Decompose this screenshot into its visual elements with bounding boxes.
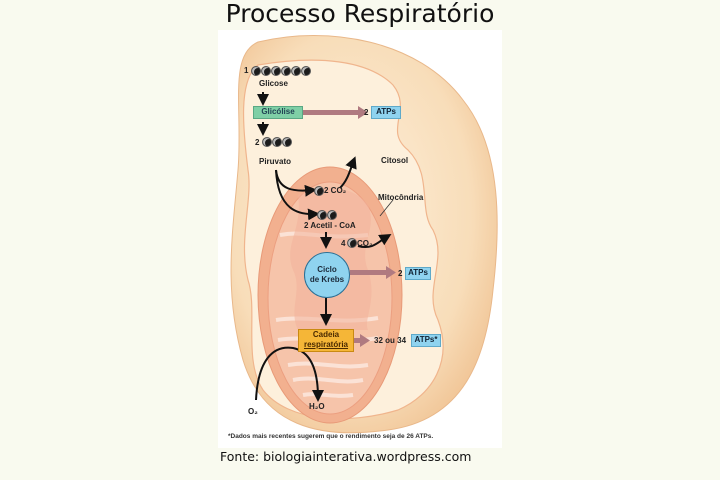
carbon-atom-icon <box>327 210 337 220</box>
carbon-atom-icon <box>261 66 271 76</box>
atp-arrow-chain <box>352 334 370 347</box>
carbon-atom-icon <box>282 137 292 147</box>
acetyl-coa-label: 2 Acetil - CoA <box>304 221 356 230</box>
carbon-atom-icon <box>251 66 261 76</box>
slide-title: Processo Respiratório <box>225 0 495 28</box>
oxygen-label: O₂ <box>248 407 258 416</box>
carbon-atom-icon <box>301 66 311 76</box>
cytosol-label: Citosol <box>381 156 409 165</box>
carbon-atom-icon <box>347 238 357 248</box>
carbon-atom-icon <box>272 137 282 147</box>
co2-second-count: 4 <box>341 239 346 248</box>
glycolysis-atp-box: ATPs <box>371 106 401 119</box>
chain-line2: respiratória <box>303 340 349 349</box>
chain-atp-count: 32 ou 34 <box>374 336 407 345</box>
krebs-line2: de Krebs <box>309 275 345 284</box>
co2-first-label: 2 CO₂ <box>324 186 347 195</box>
glucose-count: 1 <box>244 66 249 75</box>
carbon-atom-icon <box>314 186 324 196</box>
carbon-atom-icon <box>281 66 291 76</box>
chain-line1: Cadeia <box>312 330 340 339</box>
co2-carbon <box>314 186 324 196</box>
krebs-atp-count: 2 <box>398 269 403 278</box>
atp-arrow-glycolysis <box>303 106 368 119</box>
glucose-molecule <box>251 66 311 76</box>
atp-arrow-krebs <box>350 266 396 279</box>
footnote: *Dados mais recentes sugerem que o rendi… <box>228 433 434 440</box>
co2-second-label: CO₂ <box>357 239 373 248</box>
water-label: H₂O <box>309 402 325 411</box>
glycolysis-atp-count: 2 <box>364 108 369 117</box>
source-caption: Fonte: biologiainterativa.wordpress.com <box>220 449 472 464</box>
krebs-cycle: Ciclo de Krebs <box>304 252 350 298</box>
carbon-atom-icon <box>317 210 327 220</box>
acetyl-molecule <box>317 210 337 220</box>
co2-second-carbon <box>347 238 357 248</box>
mitochondria-label: Mitocôndria <box>378 193 424 202</box>
pyruvate-molecule <box>262 137 292 147</box>
respiratory-chain-box: Cadeia respiratória <box>298 329 354 352</box>
pyruvate-count: 2 <box>255 138 260 147</box>
krebs-atp-box: ATPs <box>405 267 431 280</box>
krebs-line1: Ciclo <box>317 265 337 274</box>
carbon-atom-icon <box>291 66 301 76</box>
glucose-label: Glicose <box>259 79 288 88</box>
respiration-diagram: 1 Glicose Glicólise 2 ATPs 2 Piruvato Ci… <box>218 30 502 448</box>
carbon-atom-icon <box>271 66 281 76</box>
carbon-atom-icon <box>262 137 272 147</box>
chain-atp-box: ATPs* <box>411 334 441 347</box>
glycolysis-box: Glicólise <box>253 106 303 119</box>
pyruvate-label: Piruvato <box>259 157 292 166</box>
